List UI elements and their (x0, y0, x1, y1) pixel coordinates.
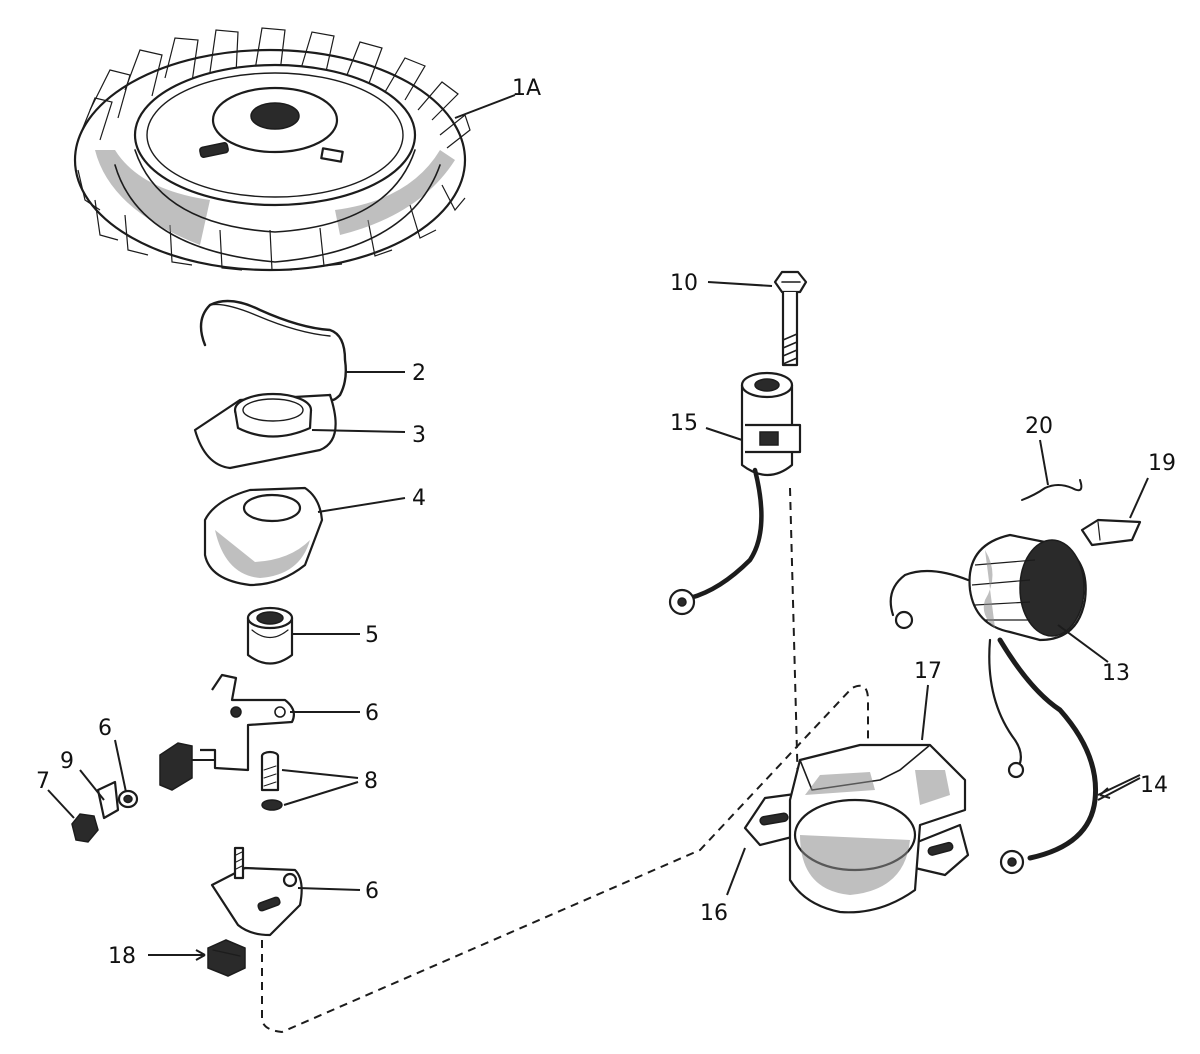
callout-label-1a: 1A (512, 76, 541, 101)
callout-leader-13 (1057, 624, 1109, 663)
callout-leader-20 (1039, 439, 1049, 486)
callout-leader-15 (705, 427, 743, 441)
flywheel-part (73, 27, 471, 272)
insulator-part (96, 780, 120, 820)
callout-label-2: 2 (412, 361, 426, 386)
callout-label-9: 8 (364, 769, 378, 794)
callout-label-13: 13 (1102, 661, 1130, 686)
callout-leader-6b (297, 887, 361, 891)
callout-label-11: 9 (60, 749, 74, 774)
callout-label-20: 20 (1025, 414, 1053, 439)
breaker-arm-part (159, 673, 295, 791)
assembly-line-condenser (789, 487, 799, 791)
callout-label-10: 10 (670, 271, 698, 296)
callout-arrow-14 (1099, 787, 1111, 799)
callout-leader-9-bottom (283, 781, 359, 806)
callout-leader-9-top (281, 769, 359, 779)
washer-part (117, 789, 139, 809)
callout-leader-10 (707, 281, 773, 287)
callout-label-6a: 6 (365, 701, 379, 726)
callout-label-4: 4 (412, 486, 426, 511)
callout-leader-16 (726, 847, 746, 896)
callout-label-19: 19 (1148, 451, 1176, 476)
assembly-line-primary (261, 684, 869, 1034)
screw-washer-part (260, 750, 283, 811)
callout-label-15: 15 (670, 411, 698, 436)
callout-label-7: 6 (98, 716, 112, 741)
callout-label-16: 16 (700, 901, 728, 926)
bushing-part (246, 606, 294, 665)
clip-part (207, 939, 246, 977)
callout-leader-7 (114, 739, 127, 793)
callout-label-8: 7 (36, 769, 50, 794)
callout-label-6b: 6 (365, 879, 379, 904)
callout-leader-19 (1129, 477, 1149, 519)
callout-arrow-18 (195, 949, 206, 961)
collar-plate-part (193, 392, 337, 470)
gasket-part (203, 486, 324, 587)
coil-part (889, 533, 1099, 875)
callout-label-18: 18 (108, 944, 136, 969)
callout-label-3: 3 (412, 423, 426, 448)
retainer-part (1080, 518, 1142, 547)
condenser-part (668, 371, 802, 616)
spring-clip-part (199, 299, 348, 402)
callout-leader-11 (79, 769, 105, 801)
screw-10-part (773, 270, 808, 367)
callout-leader-3 (311, 429, 406, 433)
housing-part (743, 743, 970, 914)
callout-label-17: 17 (914, 659, 942, 684)
callout-leader-17 (921, 684, 929, 741)
nut-part (71, 813, 99, 843)
callout-leader-4 (317, 497, 406, 513)
callout-label-5: 5 (365, 623, 379, 648)
callout-label-14: 14 (1140, 773, 1168, 798)
contact-plate-part (210, 846, 303, 937)
callout-leader-1a (454, 94, 516, 119)
callout-leader-8 (47, 789, 75, 819)
spring-wire-part (1021, 479, 1083, 501)
